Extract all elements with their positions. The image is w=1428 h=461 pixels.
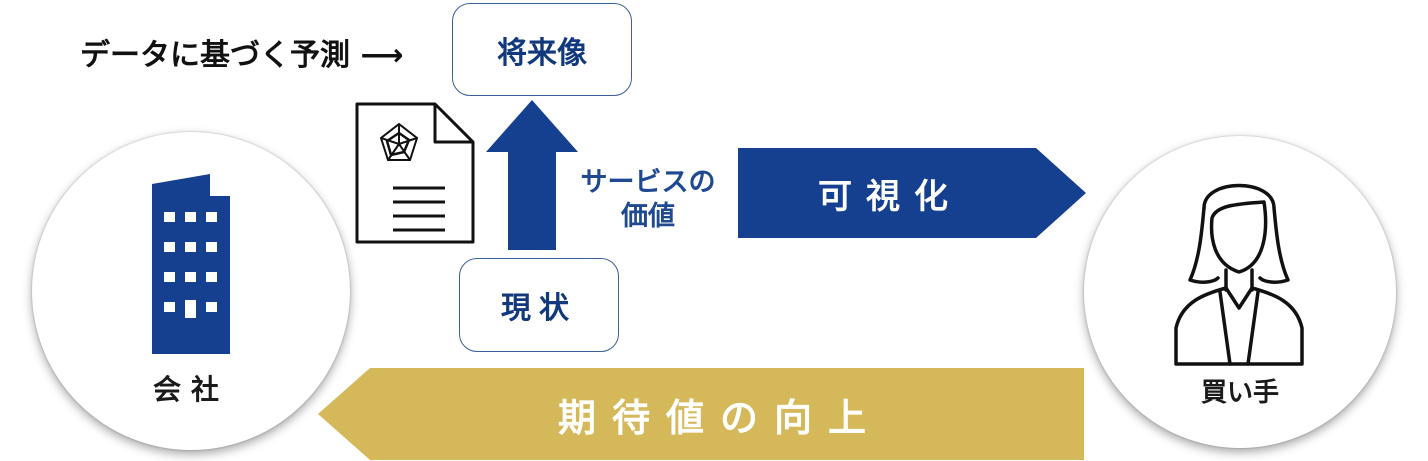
present-box: 現状 bbox=[459, 258, 619, 352]
buyer-label: 買い手 bbox=[1200, 378, 1279, 408]
right-arrow bbox=[738, 148, 1086, 238]
woman-user-icon bbox=[1174, 183, 1304, 366]
document-radar-chart-icon bbox=[355, 102, 475, 244]
company-circle: 会社 bbox=[32, 132, 350, 450]
expected-value-label: 期待値の向上 bbox=[557, 395, 882, 440]
forecast-label: データに基づく予測 ⟶ bbox=[80, 38, 404, 73]
service-value-line-2: 価値 bbox=[621, 201, 675, 232]
present-box-label: 現状 bbox=[501, 291, 577, 326]
service-value-line-1: サービスの bbox=[580, 167, 716, 198]
up-arrow bbox=[486, 100, 578, 250]
service-value-label: サービスの 価値 bbox=[568, 166, 728, 234]
future-box: 将来像 bbox=[452, 3, 632, 96]
building-icon bbox=[152, 174, 230, 354]
visualize-label: 可視化 bbox=[818, 176, 962, 217]
buyer-circle: 買い手 bbox=[1084, 136, 1396, 448]
company-label: 会社 bbox=[152, 373, 229, 406]
left-arrow bbox=[318, 368, 1084, 460]
future-box-label: 将来像 bbox=[497, 35, 587, 71]
